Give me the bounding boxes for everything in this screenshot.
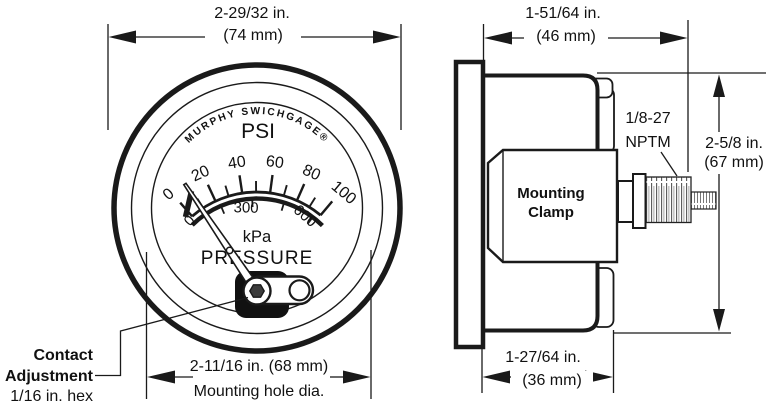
stud-base: [617, 180, 634, 223]
psi-scale-number: 80: [300, 162, 323, 185]
hole-dim-value: 2-11/16 in. (68 mm): [189, 358, 329, 375]
front-width-dim-value: 2-29/32 in.: [214, 5, 290, 22]
contact-callout-line3: 1/16 in. hex: [10, 388, 93, 405]
height-dim-value: 2-5/8 in.: [705, 135, 763, 152]
psi-scale-number: 20: [189, 162, 212, 185]
kpa-ticks: [220, 199, 313, 225]
arrowhead-down: [713, 309, 725, 332]
arrowhead-left: [482, 370, 510, 384]
thread-spec-label: 1/8-27 NPTM: [598, 107, 698, 155]
arrowhead-up: [713, 74, 725, 97]
contact-adjustment-callout: Contact Adjustment 1/16 in. hex: [0, 346, 93, 408]
contact-callout-line1: Contact: [33, 347, 93, 364]
depth-dim-value: 1-51/64 in.: [525, 5, 601, 22]
arrowhead-left: [147, 370, 175, 384]
psi-scale-number: 0: [160, 185, 178, 204]
mounting-clamp-label: Mounting Clamp: [491, 184, 611, 222]
body-dim-mm: (36 mm): [511, 371, 593, 390]
contact-leader-line: [95, 296, 249, 377]
psi-unit-label: PSI: [241, 120, 275, 143]
thread-spec-line1: 1/8-27: [625, 110, 671, 127]
arrowhead-left: [108, 30, 136, 44]
side-view: [453, 59, 717, 350]
nptm-thread-block: [644, 176, 692, 224]
contact-callout-line2: Adjustment: [5, 367, 93, 385]
nptm-leader-line: [660, 151, 678, 177]
height-dim-mm: (67 mm): [704, 153, 764, 171]
front-view: MURPHY SWICHGAGE® PSI kPa PRESSURE: [95, 62, 403, 377]
body-dim-value: 1-27/64 in.: [505, 349, 581, 366]
depth-dim-mm: (46 mm): [524, 27, 608, 46]
needle-screw: [225, 246, 234, 255]
arrowhead-left: [484, 31, 512, 45]
kpa-scale-number: 300: [233, 199, 258, 216]
arrowhead-right: [660, 31, 688, 45]
front-width-dim-mm: (74 mm): [205, 26, 301, 45]
bezel-ring: [111, 62, 403, 354]
psi-major-ticks: [179, 174, 334, 218]
mounting-clamp-line1: Mounting: [517, 185, 585, 202]
psi-scale-number: 100: [328, 178, 359, 208]
arrowhead-right: [343, 370, 371, 384]
arrowhead-right: [373, 30, 401, 44]
height-dim-label: 2-5/8 in. (67 mm): [684, 135, 768, 172]
thread-spec-line2: NPTM: [625, 134, 671, 151]
front-flange: [453, 59, 486, 350]
dial-title: PRESSURE: [201, 248, 314, 269]
psi-scale-number: 40: [227, 153, 247, 172]
bezel-inner-circle: [130, 81, 384, 335]
mounting-clamp-line2: Clamp: [528, 204, 574, 221]
psi-scale-number: 60: [265, 153, 285, 172]
stud-nut: [632, 173, 647, 229]
hole-dim-caption: Mounting hole dia.: [193, 383, 325, 400]
lever-end-hole: [288, 279, 311, 302]
adjustment-hex-nut: [248, 284, 266, 298]
kpa-unit-label: kPa: [243, 228, 272, 246]
